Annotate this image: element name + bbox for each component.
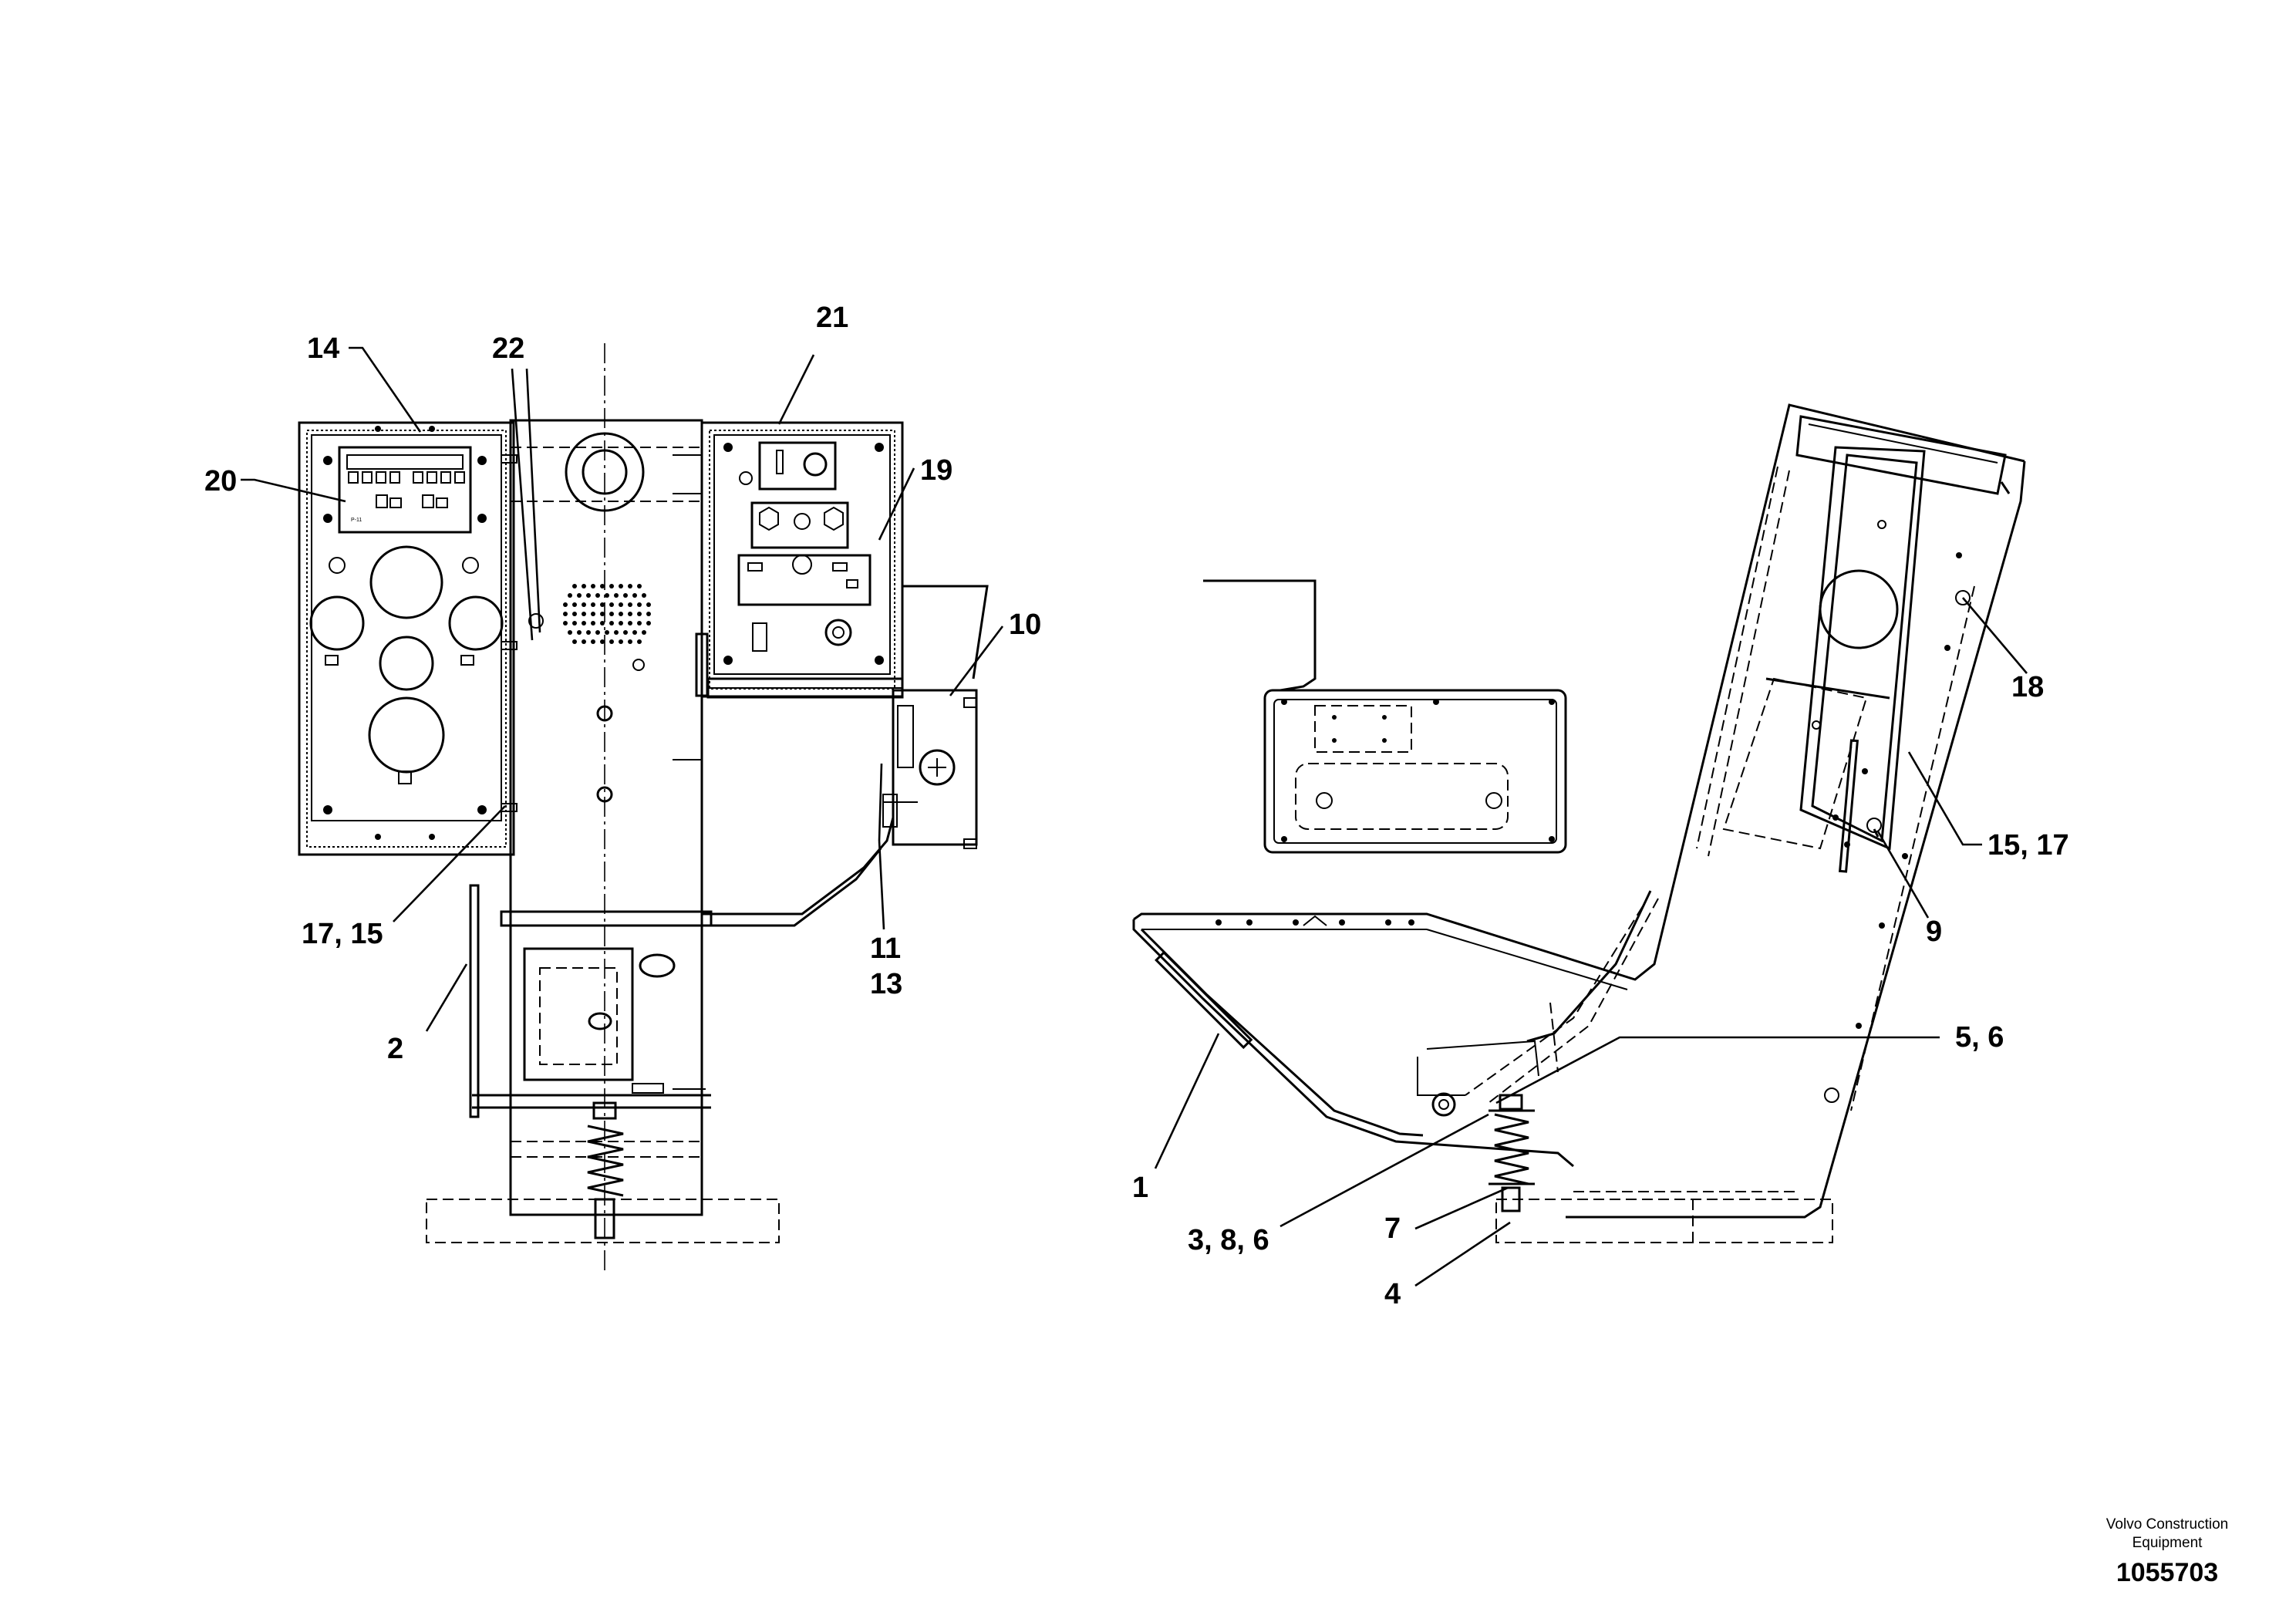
- right-switch-panel: [695, 421, 904, 699]
- front-elevation-view: P-11: [298, 343, 989, 1273]
- side-bracket-box: [702, 585, 989, 927]
- side-elevation-view: [1132, 403, 2026, 1243]
- left-instrument-panel: P-11: [298, 421, 515, 856]
- callout-20: 20: [204, 465, 237, 497]
- callout-4: 4: [1384, 1278, 1401, 1310]
- callout-18: 18: [2011, 671, 2044, 703]
- callout-10: 10: [1009, 609, 1041, 641]
- callout-17-15: 17, 15: [302, 918, 383, 950]
- callout-3-8-6: 3, 8, 6: [1188, 1224, 1269, 1256]
- callout-5-6: 5, 6: [1955, 1021, 2004, 1054]
- company-name-line1: Volvo Construction: [2106, 1516, 2228, 1533]
- item-2-rod: [469, 884, 480, 1118]
- callout-1: 1: [1132, 1172, 1148, 1204]
- side-panel-detached: [1203, 579, 1567, 854]
- callout-14: 14: [307, 332, 339, 365]
- leader-lines: [241, 346, 2028, 1287]
- callout-22: 22: [492, 332, 524, 365]
- front-spring: [587, 1101, 624, 1239]
- company-name-line2: Equipment: [2132, 1535, 2203, 1551]
- speaker-grille: [563, 584, 651, 644]
- title-block: Volvo Construction Equipment 1055703: [2106, 1516, 2228, 1587]
- callout-2: 2: [387, 1033, 403, 1065]
- panel-tag-p11: P-11: [351, 518, 362, 523]
- callout-13: 13: [870, 968, 902, 1000]
- callout-21: 21: [816, 302, 848, 334]
- callout-15-17: 15, 17: [1988, 829, 2069, 862]
- callout-labels: 14 22 21 20 19 10 11 13 17, 15 2 1 3, 8,…: [204, 302, 2069, 1310]
- callout-11: 11: [870, 932, 901, 965]
- central-post: [426, 419, 780, 1243]
- side-frame: [1132, 403, 2026, 1243]
- callout-9: 9: [1926, 916, 1942, 948]
- drawing-number: 1055703: [2116, 1558, 2218, 1587]
- callout-19: 19: [920, 454, 952, 487]
- callout-7: 7: [1384, 1212, 1401, 1245]
